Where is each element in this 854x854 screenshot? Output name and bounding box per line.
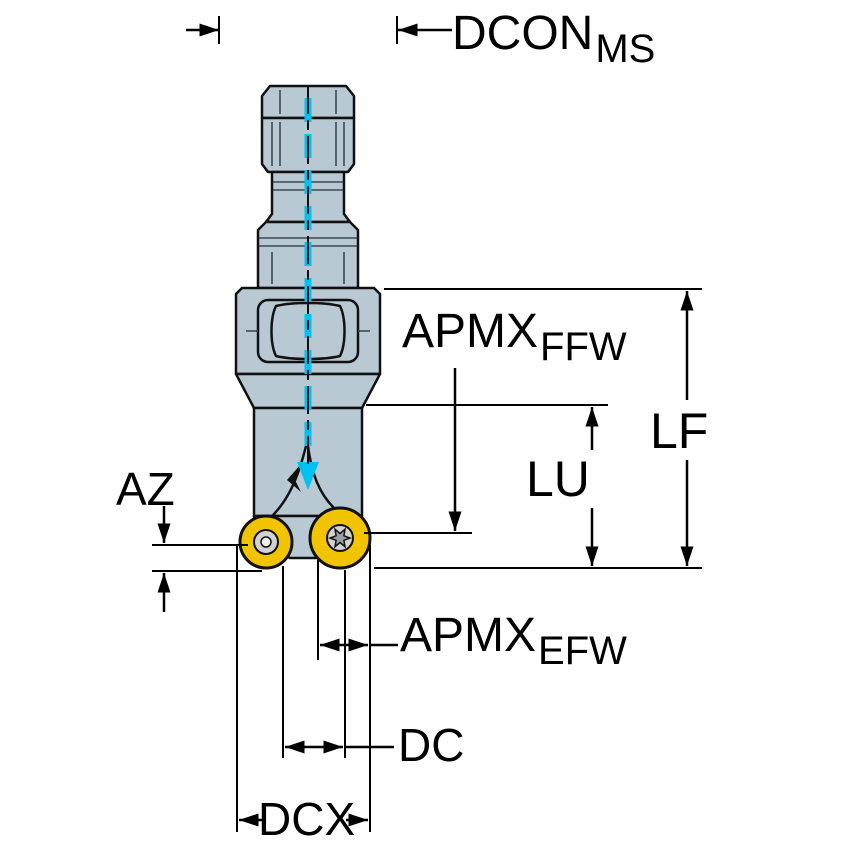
insert-left [238, 514, 294, 570]
flute-edge-left [266, 444, 308, 522]
dc-label-text: DC [398, 719, 465, 771]
apmx-ffw-label-text: APMX [402, 305, 539, 358]
dimension-label-apmx-efw: APMXEFW [400, 609, 627, 672]
flute-edge-right [306, 444, 336, 510]
insert-pocket-mark [287, 464, 301, 492]
dimension-lines [157, 23, 694, 827]
extension-lines [152, 16, 702, 832]
dimension-label-az: AZ [116, 466, 175, 512]
dimension-label-apmx-ffw: APMXFFW [402, 305, 627, 368]
apmx-ffw-label-subscript: FFW [540, 325, 627, 369]
apmx-efw-label-text: APMX [400, 609, 537, 662]
dimension-label-lf: LF [650, 406, 708, 456]
dcx-label-text: DCX [258, 793, 356, 845]
az-label-text: AZ [116, 463, 175, 515]
dimension-label-lu: LU [526, 454, 590, 504]
dcon-label-text: DCON [452, 7, 594, 60]
insert-right [308, 506, 372, 570]
lf-label-text: LF [650, 403, 709, 459]
torx-screw-icon [327, 527, 353, 549]
lu-label-text: LU [526, 451, 590, 507]
apmx-efw-label-subscript: EFW [538, 629, 627, 673]
dimension-label-dcx: DCX [258, 796, 355, 842]
coolant-channel [297, 86, 319, 490]
dcon-label-subscript: MS [595, 27, 656, 71]
dimension-label-dcon: DCONMS [452, 7, 655, 70]
coolant-arrow-icon [297, 462, 319, 490]
dimension-label-dc: DC [398, 722, 464, 768]
